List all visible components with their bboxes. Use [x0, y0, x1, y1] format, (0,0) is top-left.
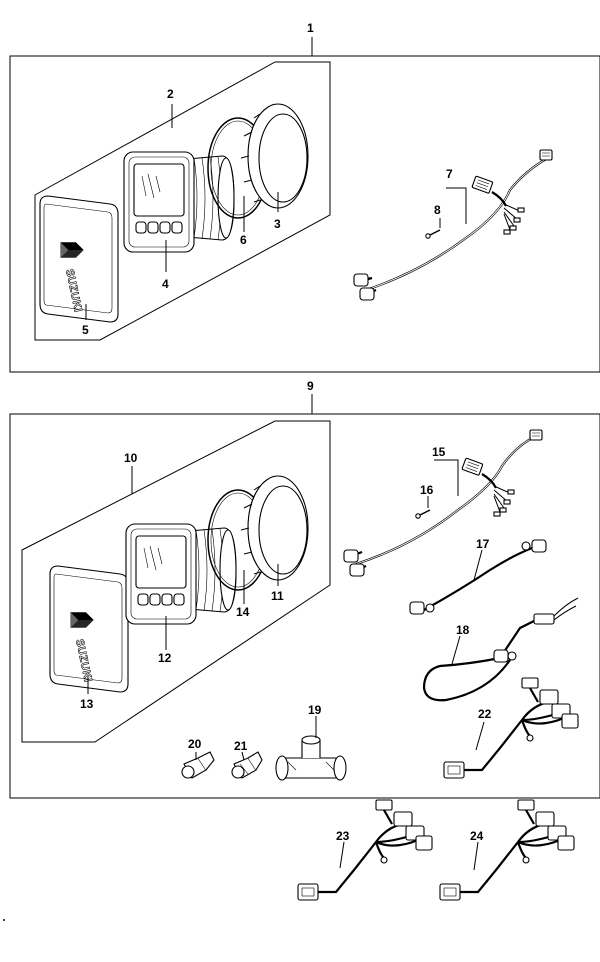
assembly-1-inset — [34, 61, 331, 341]
callout-20: 20 — [188, 737, 202, 751]
cable-18 — [422, 597, 579, 702]
harness-23 — [296, 798, 434, 902]
callout-17: 17 — [476, 537, 490, 551]
callout-24: 24 — [470, 829, 484, 843]
callout-3: 3 — [274, 217, 281, 231]
callout-13: 13 — [80, 697, 94, 711]
t-connector-19 — [275, 735, 347, 781]
assembly-1: SUZUKI — [9, 37, 600, 373]
nut-11 — [240, 475, 309, 581]
terminator-20 — [181, 751, 215, 779]
callout-18: 18 — [456, 623, 470, 637]
callout-23: 23 — [336, 829, 350, 843]
callout-7: 7 — [446, 167, 453, 181]
callout-11: 11 — [271, 589, 284, 603]
cable-17 — [409, 539, 547, 615]
assembly-9-inset — [21, 420, 331, 743]
callout-22: 22 — [478, 707, 492, 721]
assembly-9-frame — [9, 413, 600, 799]
callout-1: 1 — [307, 21, 314, 35]
callout-4: 4 — [162, 277, 169, 291]
callout-6: 6 — [240, 233, 247, 247]
gauge-4 — [123, 151, 235, 253]
callout-15: 15 — [432, 445, 446, 459]
cover-13: SUZUKI — [49, 565, 129, 693]
callout-10: 10 — [124, 451, 138, 465]
nut-3 — [240, 103, 309, 209]
callout-21: 21 — [234, 739, 248, 753]
callout-16: 16 — [420, 483, 434, 497]
harness-24 — [438, 798, 576, 902]
assembly-1-frame — [9, 55, 600, 373]
callout-5: 5 — [82, 323, 89, 337]
callout-14: 14 — [236, 605, 250, 619]
callout-2: 2 — [167, 87, 174, 101]
callout-12: 12 — [158, 651, 172, 665]
callout-19: 19 — [308, 703, 322, 717]
harness-22 — [442, 676, 580, 780]
harness-7 — [353, 149, 553, 301]
cover-5: SUZUKI — [39, 195, 119, 323]
terminator-21 — [231, 751, 263, 779]
callout-8: 8 — [434, 203, 441, 217]
callout-9: 9 — [307, 379, 314, 393]
assembly-9: SUZUKI — [9, 394, 600, 799]
harness-15 — [343, 429, 543, 577]
callout-labels: 1 2 3 4 5 6 7 8 9 10 11 12 13 14 15 16 1… — [80, 21, 492, 843]
